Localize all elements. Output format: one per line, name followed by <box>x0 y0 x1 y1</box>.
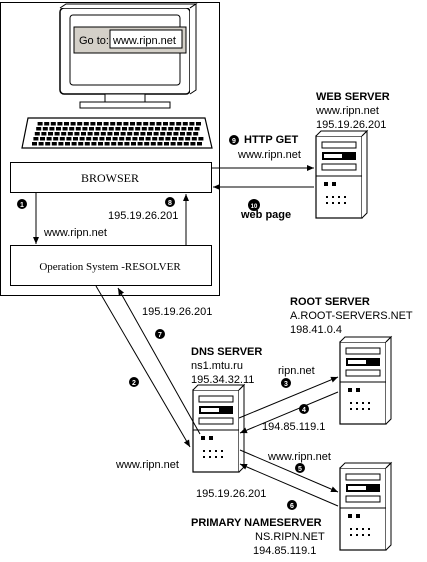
dns-server-name: ns1.mtu.ru <box>191 360 243 372</box>
svg-text:8: 8 <box>168 200 172 207</box>
root-server-name: A.ROOT-SERVERS.NET <box>290 310 413 322</box>
svg-text:1: 1 <box>20 202 24 209</box>
svg-text:5: 5 <box>298 466 302 473</box>
url-field <box>109 29 183 49</box>
step-5-badge: 5 <box>295 463 305 473</box>
step-8-badge: 8 <box>165 197 175 207</box>
step-6-label: 195.19.26.201 <box>196 488 266 500</box>
dns-server-ip: 195.34.32.11 <box>191 374 254 386</box>
primary-server-name: NS.RIPN.NET <box>255 531 325 543</box>
svg-text:7: 7 <box>158 332 162 339</box>
svg-text:2: 2 <box>132 380 136 387</box>
step-4-label: 194.85.119.1 <box>262 421 325 433</box>
arrow-step-5 <box>239 449 339 493</box>
resolver-label: Operation System -RESOLVER <box>39 261 181 273</box>
svg-text:10: 10 <box>251 204 258 210</box>
primary-nameserver-icon <box>339 462 392 551</box>
step-2-badge: 2 <box>129 377 139 387</box>
step-7-badge: 7 <box>155 329 165 339</box>
step-1-label: www.ripn.net <box>43 227 107 239</box>
step-7-label: 195.19.26.201 <box>142 306 212 318</box>
primary-server-title: PRIMARY NAMESERVER <box>191 517 322 529</box>
arrow-step-6 <box>239 463 339 507</box>
dns-server-icon <box>192 384 245 473</box>
step-1-badge: 1 <box>17 199 27 209</box>
web-server-ip: 195.19.26.201 <box>316 119 386 131</box>
step-9-sublabel: www.ripn.net <box>237 149 301 161</box>
arrow-step-2 <box>95 285 191 448</box>
resolver-box <box>10 245 212 286</box>
browser-box <box>10 162 212 193</box>
step-2-label: www.ripn.net <box>115 459 179 471</box>
svg-text:3: 3 <box>284 381 288 388</box>
step-6-badge: 6 <box>287 500 297 510</box>
client-computer-frame <box>0 2 220 296</box>
primary-server-ip: 194.85.119.1 <box>253 545 316 557</box>
step-9-label: HTTP GET <box>244 134 298 146</box>
web-server-name: www.ripn.net <box>315 105 379 117</box>
monitor-icon <box>59 3 198 109</box>
step-8-label: 195.19.26.201 <box>108 210 178 222</box>
step-5-label: www.ripn.net <box>267 451 331 463</box>
step-9-badge: 9 <box>229 135 239 145</box>
browser-label: BROWSER <box>81 171 139 185</box>
keyboard-icon <box>21 117 213 149</box>
step-10-badge: 10 <box>248 199 260 211</box>
url-text: www.ripn.net <box>112 35 176 47</box>
arrow-step-4 <box>239 391 339 434</box>
arrow-step-3 <box>238 376 339 419</box>
goto-label: Go to: <box>79 35 109 47</box>
dns-server-title: DNS SERVER <box>191 346 262 358</box>
root-server-ip: 198.41.0.4 <box>290 324 342 336</box>
root-server-icon <box>339 336 392 425</box>
root-server-title: ROOT SERVER <box>290 296 370 308</box>
step-3-label: ripn.net <box>278 365 315 377</box>
web-server-icon <box>315 130 368 219</box>
svg-text:6: 6 <box>290 503 294 510</box>
arrow-step-7 <box>117 287 201 435</box>
svg-text:4: 4 <box>302 407 306 414</box>
step-3-badge: 3 <box>281 378 291 388</box>
svg-text:9: 9 <box>232 138 236 145</box>
step-4-badge: 4 <box>299 404 309 414</box>
web-server-title: WEB SERVER <box>316 91 390 103</box>
step-10-label: web page <box>240 209 291 221</box>
